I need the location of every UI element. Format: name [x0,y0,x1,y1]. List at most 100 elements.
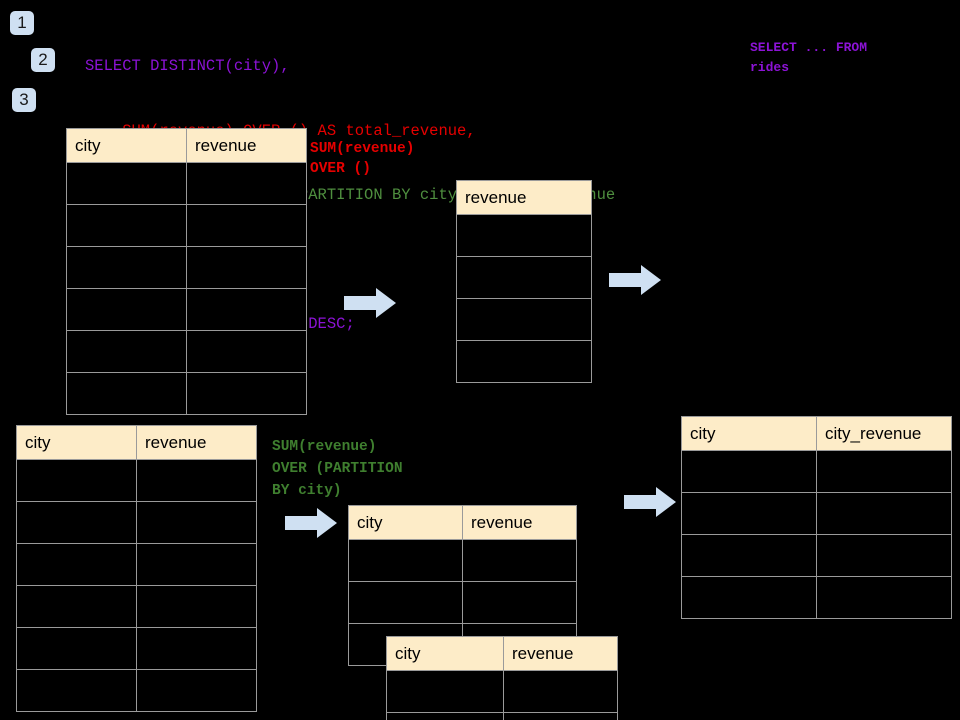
cell-revenue [456,256,592,299]
cell-revenue [456,214,592,257]
table-row [681,450,952,493]
table-result: city city_revenue [681,416,952,619]
cell-city [16,543,137,586]
column-header-city: city [348,505,463,540]
table-row [16,669,257,712]
table-row [16,627,257,670]
cell-revenue [503,712,618,720]
step-badge-3: 3 [12,88,36,112]
arrow-source-to-total [344,288,396,318]
table-total-revenue: revenue [456,180,592,383]
cell-revenue [186,246,307,289]
table-row [66,246,307,289]
cell-revenue [456,298,592,341]
cell-city [16,459,137,502]
table-header-row: city revenue [386,636,618,671]
cell-revenue [136,459,257,502]
column-header-city-revenue: city_revenue [816,416,952,451]
cell-city-revenue [816,576,952,619]
cell-revenue [503,670,618,713]
step-badge-2: 2 [31,48,55,72]
table-row [66,288,307,331]
table-row [66,162,307,205]
column-header-revenue: revenue [462,505,577,540]
cell-revenue [136,585,257,628]
cell-city [66,246,187,289]
cell-city [386,712,504,720]
table-row [66,330,307,373]
table-row [681,576,952,619]
column-header-city: city [681,416,817,451]
cell-city-revenue [816,450,952,493]
table-source-top: city revenue [66,128,307,415]
cell-city [66,330,187,373]
column-header-revenue: revenue [186,128,307,163]
table-row [386,670,618,713]
cell-revenue [136,669,257,712]
cell-city [386,670,504,713]
cell-revenue [186,204,307,247]
cell-city [66,204,187,247]
table-source-bottom: city revenue [16,425,257,712]
table-header-row: city city_revenue [681,416,952,451]
arrow-total-to-result [609,265,661,295]
column-header-city: city [16,425,137,460]
cell-revenue [136,627,257,670]
cell-revenue [186,372,307,415]
cell-city [681,450,817,493]
cell-city-revenue [816,534,952,577]
table-header-row: city revenue [348,505,577,540]
annotation-sum-over-empty: SUM(revenue) OVER () [310,141,415,177]
table-partition-back: city revenue [348,505,577,666]
cell-city [681,576,817,619]
cell-city [66,162,187,205]
table-row [66,372,307,415]
table-row [16,459,257,502]
cell-city [16,669,137,712]
table-row [348,539,577,582]
table-row [456,298,592,341]
cell-revenue [462,539,577,582]
cell-city [348,581,463,624]
cell-revenue [136,543,257,586]
cell-revenue [186,330,307,373]
table-partition-front: city revenue [386,636,618,720]
step-badge-1: 1 [10,11,34,35]
table-row [456,340,592,383]
cell-revenue [136,501,257,544]
cell-revenue [186,288,307,331]
table-row [681,492,952,535]
cell-revenue [186,162,307,205]
cell-city-revenue [816,492,952,535]
cell-revenue [456,340,592,383]
table-row [456,256,592,299]
cell-city [16,627,137,670]
annotation-sum-over-partition: SUM(revenue) OVER (PARTITION BY city) [272,439,403,499]
cell-city [16,501,137,544]
column-header-city: city [66,128,187,163]
table-header-row: city revenue [66,128,307,163]
table-row [386,712,618,720]
table-row [66,204,307,247]
table-row [16,501,257,544]
cell-city [66,372,187,415]
cell-city [16,585,137,628]
column-header-revenue: revenue [456,180,592,215]
cell-city [681,492,817,535]
column-header-revenue: revenue [136,425,257,460]
column-header-revenue: revenue [503,636,618,671]
table-row [16,585,257,628]
arrow-partition-to-result [624,487,676,517]
cell-city [681,534,817,577]
table-row [456,214,592,257]
cell-city [66,288,187,331]
table-header-row: city revenue [16,425,257,460]
cell-city [348,539,463,582]
arrow-source-to-partition [285,508,337,538]
column-header-city: city [386,636,504,671]
table-row [681,534,952,577]
table-row [348,581,577,624]
sql-line-1: SELECT DISTINCT(city), [85,57,290,75]
table-row [16,543,257,586]
